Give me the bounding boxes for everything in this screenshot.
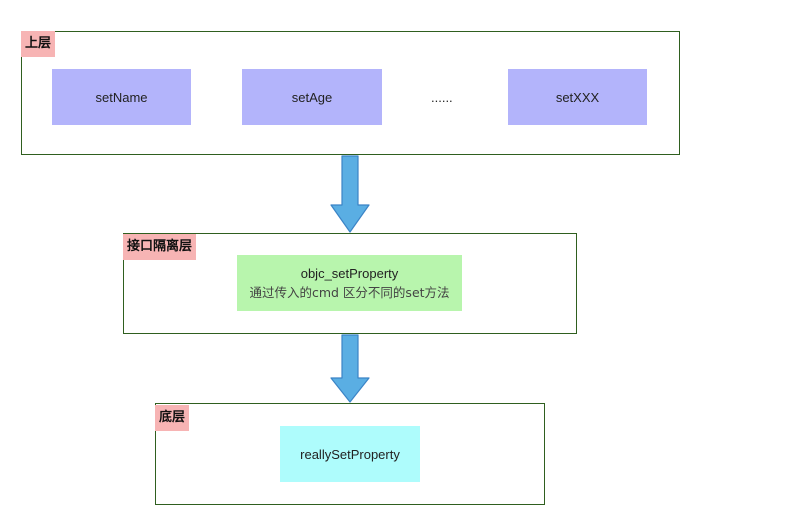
down-arrow-icon bbox=[330, 334, 370, 403]
method-box-setage: setAge bbox=[242, 69, 382, 125]
reallysetproperty-box: reallySetProperty bbox=[280, 426, 420, 482]
method-label: setXXX bbox=[555, 89, 600, 105]
method-box-setname: setName bbox=[52, 69, 191, 125]
down-arrow-icon bbox=[330, 155, 370, 233]
function-description: 通过传入的cmd 区分不同的set方法 bbox=[249, 285, 450, 300]
objc-setproperty-box: objc_setProperty 通过传入的cmd 区分不同的set方法 bbox=[237, 255, 462, 311]
bottom-layer-label: 底层 bbox=[155, 405, 190, 431]
function-name: objc_setProperty bbox=[300, 266, 399, 281]
top-layer-label: 上层 bbox=[21, 31, 56, 57]
function-name: reallySetProperty bbox=[300, 446, 400, 462]
interface-layer-label: 接口隔离层 bbox=[123, 234, 197, 260]
method-label: setAge bbox=[291, 89, 333, 105]
ellipsis: ...... bbox=[431, 90, 453, 105]
method-label: setName bbox=[95, 89, 148, 105]
method-box-setxxx: setXXX bbox=[508, 69, 647, 125]
